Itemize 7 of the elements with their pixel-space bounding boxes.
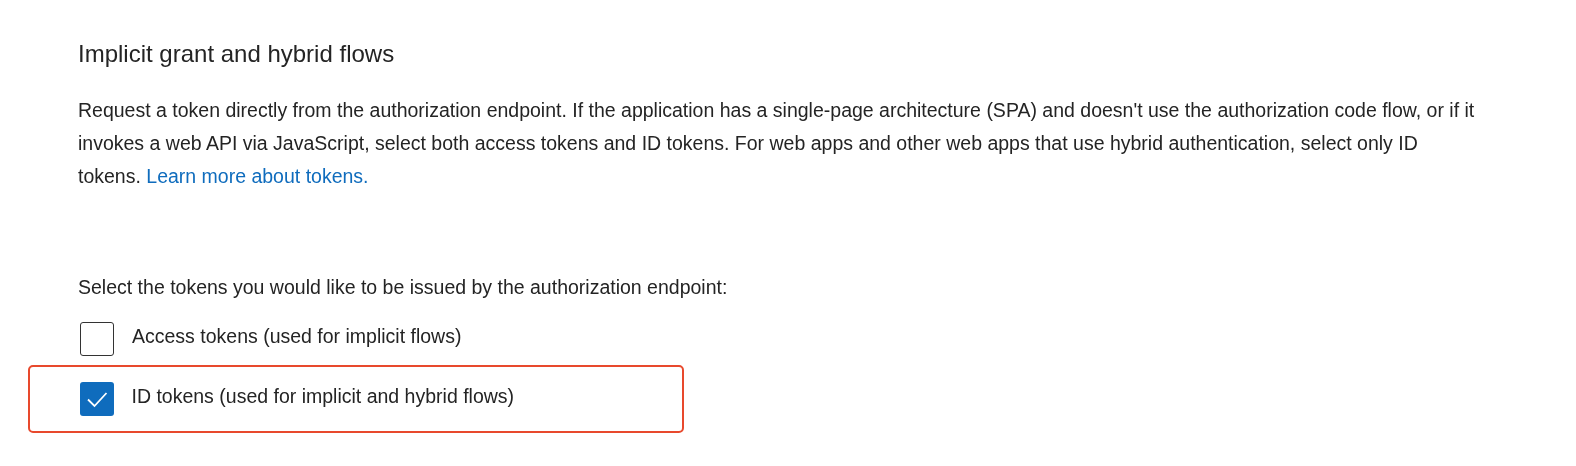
description-paragraph: Request a token directly from the authorization endpoint. If the application has a single-page architecture (SPA) and doesn't use the authorization code flow, or if it invokes a web API via JavaScript, select both access tokens and ID tokens. For web apps and other web apps that use hybrid authentication, select only ID tokens. Learn more about tokens. [78,98,1476,189]
learn-more-link: Learn more about tokens. [146,165,369,187]
checkbox-label: ID tokens (used for implicit and hybrid flows) [131,384,515,408]
instruction-text: Select the tokens you would like to be issued by the authorization endpoint: [78,276,728,299]
checkbox-label: Access tokens (used for implicit flows) [132,325,462,348]
section-heading: Implicit grant and hybrid flows [78,40,395,68]
highlight-box [28,365,684,433]
